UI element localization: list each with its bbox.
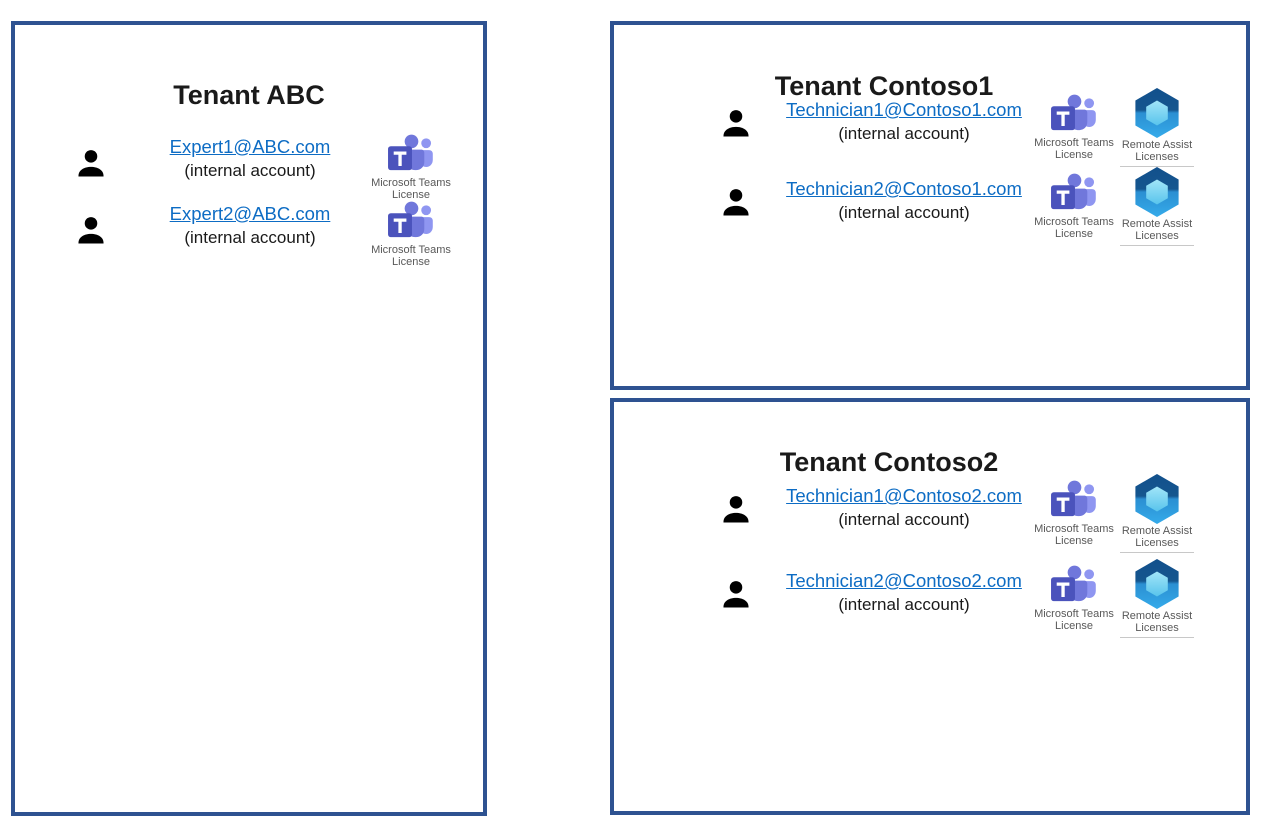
account-row: Technician2@Contoso2.com (internal accou… [614,559,1246,645]
email-link[interactable]: Technician1@Contoso1.com [786,99,1022,120]
teams-license: Microsoft Teams License [1032,172,1116,240]
remote-assist-icon [1130,474,1184,524]
tenant-box-abc: Tenant ABC Expert1@ABC.com (internal acc… [11,21,487,816]
microsoft-teams-icon [1049,172,1099,215]
teams-license-label: Microsoft Teams License [371,244,451,268]
account-info: Technician2@Contoso1.com (internal accou… [754,178,1054,223]
remote-assist-icon [1130,88,1184,138]
tenant-box-contoso1: Tenant Contoso1 Technician1@Contoso1.com… [610,21,1250,390]
person-icon [75,214,107,249]
person-icon [75,147,107,182]
remote-assist-license-label: Remote Assist Licenses [1120,218,1194,247]
tenant-contoso2-title: Tenant Contoso2 [779,447,999,478]
account-info: Technician1@Contoso1.com (internal accou… [754,99,1054,144]
email-link[interactable]: Expert1@ABC.com [169,136,331,157]
remote-assist-license: Remote Assist Licenses [1117,88,1197,168]
microsoft-teams-icon [1049,564,1099,607]
microsoft-teams-icon [386,133,436,176]
account-row: Technician2@Contoso1.com (internal accou… [614,167,1246,253]
person-icon [720,493,752,528]
teams-license: Microsoft Teams License [1032,93,1116,161]
account-note: (internal account) [838,595,970,615]
tenant-contoso1-title: Tenant Contoso1 [774,71,994,102]
account-row: Expert2@ABC.com (internal account) Micro… [15,200,483,286]
teams-license: Microsoft Teams License [1032,564,1116,632]
teams-license-label: Microsoft Teams License [1034,137,1114,161]
teams-license: Microsoft Teams License [367,133,455,201]
teams-license: Microsoft Teams License [367,200,455,268]
microsoft-teams-icon [1049,479,1099,522]
remote-assist-icon [1130,167,1184,217]
account-info: Expert2@ABC.com (internal account) [110,203,390,248]
remote-assist-icon [1130,559,1184,609]
account-info: Technician2@Contoso2.com (internal accou… [754,570,1054,615]
tenant-abc-title: Tenant ABC [173,80,325,111]
account-note: (internal account) [184,228,316,248]
person-icon [720,578,752,613]
microsoft-teams-icon [386,200,436,243]
account-info: Technician1@Contoso2.com (internal accou… [754,485,1054,530]
email-link[interactable]: Technician2@Contoso1.com [786,178,1022,199]
account-row: Technician1@Contoso2.com (internal accou… [614,474,1246,560]
remote-assist-license-label: Remote Assist Licenses [1120,139,1194,168]
teams-license-label: Microsoft Teams License [1034,216,1114,240]
teams-license-label: Microsoft Teams License [1034,523,1114,547]
teams-license-label: Microsoft Teams License [1034,608,1114,632]
email-link[interactable]: Technician2@Contoso2.com [786,570,1022,591]
account-note: (internal account) [838,203,970,223]
account-note: (internal account) [838,124,970,144]
email-link[interactable]: Technician1@Contoso2.com [786,485,1022,506]
teams-license: Microsoft Teams License [1032,479,1116,547]
remote-assist-license-label: Remote Assist Licenses [1120,610,1194,639]
account-info: Expert1@ABC.com (internal account) [110,136,390,181]
account-note: (internal account) [838,510,970,530]
remote-assist-license-label: Remote Assist Licenses [1120,525,1194,554]
remote-assist-license: Remote Assist Licenses [1117,559,1197,639]
teams-license-label: Microsoft Teams License [371,177,451,201]
person-icon [720,107,752,142]
person-icon [720,186,752,221]
email-link[interactable]: Expert2@ABC.com [169,203,331,224]
microsoft-teams-icon [1049,93,1099,136]
account-note: (internal account) [184,161,316,181]
account-row: Technician1@Contoso1.com (internal accou… [614,88,1246,174]
account-row: Expert1@ABC.com (internal account) Micro… [15,133,483,219]
remote-assist-license: Remote Assist Licenses [1117,167,1197,247]
remote-assist-license: Remote Assist Licenses [1117,474,1197,554]
tenant-box-contoso2: Tenant Contoso2 Technician1@Contoso2.com… [610,398,1250,815]
